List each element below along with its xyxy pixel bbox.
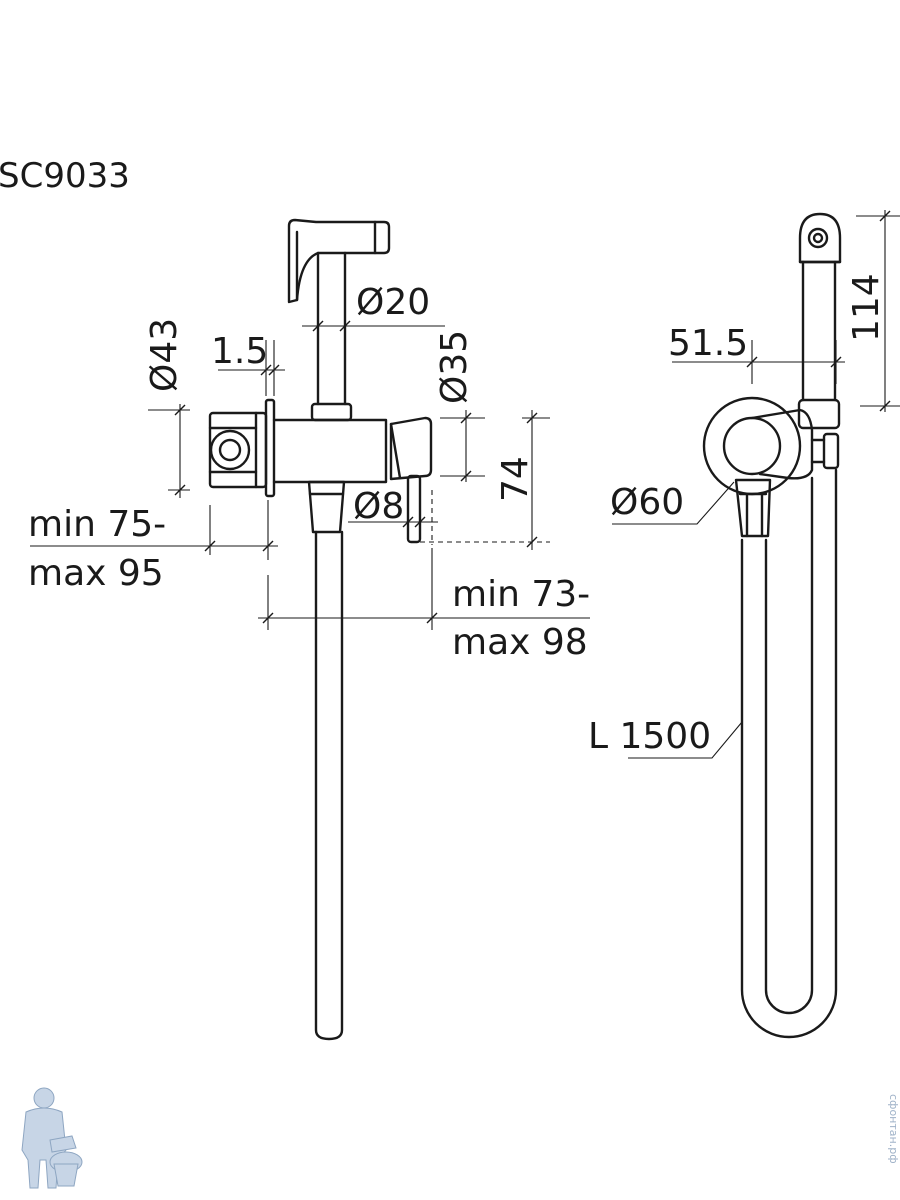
hose-loop-front [740, 468, 838, 1039]
rear-fitting [208, 411, 268, 489]
dim-hose-length: L 1500 [588, 716, 743, 759]
label-d43: Ø43 [144, 318, 185, 392]
dim-wall-depth: min 75- max 95 [28, 500, 278, 594]
dim-diameter-35: Ø35 [434, 330, 485, 482]
valve-body-side [264, 398, 433, 544]
dim-diameter-43: Ø43 [144, 318, 190, 498]
model-title: SC9033 [0, 156, 130, 196]
dim-projection: min 73- max 98 [258, 548, 590, 663]
dim-diameter-20: Ø20 [302, 282, 445, 332]
label-proj-max: max 98 [452, 622, 588, 663]
plumber-logo [21, 1087, 83, 1189]
hose-side [314, 530, 344, 1041]
dim-width-51-5: 51.5 [668, 323, 845, 384]
label-h114: 114 [846, 273, 887, 342]
shower-head-front [797, 212, 842, 430]
label-h74: 74 [495, 456, 536, 502]
label-wall-max: max 95 [28, 553, 164, 594]
hose-connector-front [734, 478, 772, 538]
label-d8: Ø8 [353, 486, 404, 527]
label-d35: Ø35 [434, 330, 475, 404]
hose-connector-side [307, 480, 346, 534]
side-dimensions: Ø20 Ø43 1.5 Ø35 [28, 282, 590, 663]
label-d20: Ø20 [356, 282, 430, 323]
watermark-text: сфонтан.рф [887, 1094, 900, 1164]
label-t15: 1.5 [211, 331, 268, 372]
dim-thickness-1-5: 1.5 [211, 331, 285, 396]
label-w515: 51.5 [668, 323, 748, 364]
label-wall-min: min 75- [28, 504, 166, 545]
dim-diameter-8: Ø8 [348, 486, 438, 545]
label-d60: Ø60 [610, 482, 684, 523]
dim-height-74: 74 [420, 410, 550, 550]
front-dimensions: 114 51.5 Ø60 L 1500 [588, 210, 900, 759]
shower-head-side [287, 218, 391, 422]
dim-diameter-60: Ø60 [610, 481, 735, 525]
front-view [702, 212, 842, 1039]
label-hose: L 1500 [588, 716, 711, 757]
label-proj-min: min 73- [452, 574, 590, 615]
dim-height-114: 114 [846, 210, 900, 412]
